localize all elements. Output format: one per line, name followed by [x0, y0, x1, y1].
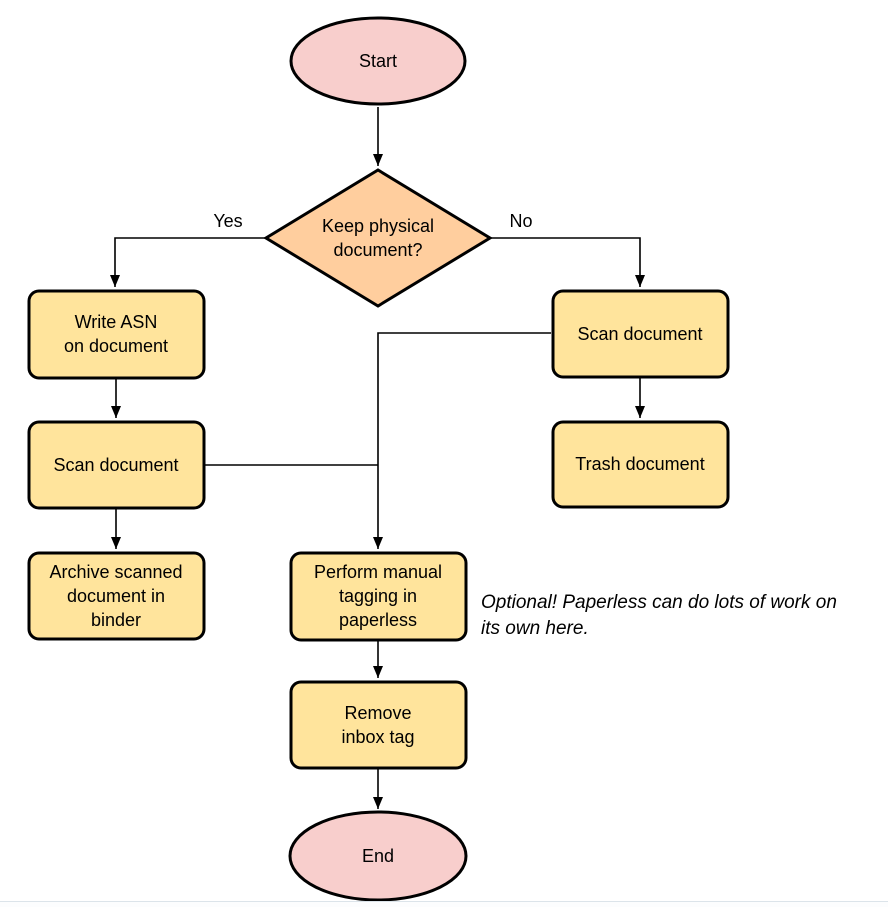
optional-annotation: Optional! Paperless can do lots of work … [481, 592, 837, 639]
scan-left-shape [27, 420, 206, 510]
edges [110, 107, 645, 809]
decision-diamond-shape [263, 168, 493, 308]
edge-decision-yes [110, 237, 267, 287]
write-asn-shape [27, 289, 206, 380]
start-label: Start [358, 51, 397, 71]
write-asn-label: Write ASN on document [63, 312, 169, 356]
bottom-separator [0, 901, 888, 907]
trash-label: Trash document [575, 454, 705, 474]
yes-edge-label: Yes [213, 210, 243, 231]
archive-label: Archive scanned document in binder [49, 562, 183, 630]
end-label: End [361, 846, 395, 866]
tagging-label: Perform manual tagging in paperless [313, 562, 443, 630]
edge-scanright-to-tagging [373, 332, 551, 549]
archive-shape [27, 551, 206, 641]
scan-right-label: Scan document [577, 323, 703, 344]
remove-tag-shape [289, 680, 468, 770]
remove-tag-label: Remove inbox tag [341, 702, 415, 747]
tagging-shape [289, 551, 468, 642]
trash-shape [551, 420, 730, 509]
decision-label: Keep physical document? [321, 216, 435, 260]
no-edge-label: No [509, 210, 533, 231]
start-terminal-shape [289, 16, 467, 106]
edge-decision-no [489, 237, 645, 287]
end-terminal-shape [288, 810, 468, 902]
nodes [27, 16, 730, 902]
scan-left-label: Scan document [53, 454, 179, 475]
scan-right-shape [551, 289, 730, 379]
